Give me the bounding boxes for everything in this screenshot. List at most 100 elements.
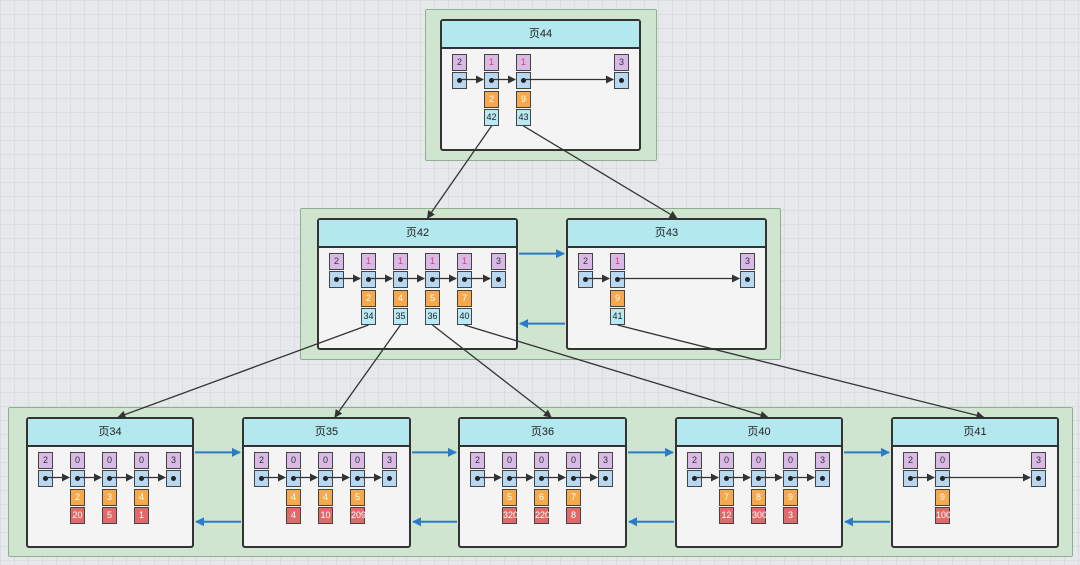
record-type-cell: 2 xyxy=(329,253,344,270)
record-type-cell: 0 xyxy=(286,452,301,469)
value-cell: 20 xyxy=(70,507,85,524)
record-type-cell: 2 xyxy=(903,452,918,469)
next-record-pointer xyxy=(393,271,408,288)
key-cell: 9 xyxy=(783,489,798,506)
record-type-cell: 2 xyxy=(470,452,485,469)
value-cell: 209 xyxy=(350,507,366,524)
next-record-pointer xyxy=(361,271,376,288)
next-record-pointer xyxy=(470,470,485,487)
pointer-dot-icon xyxy=(75,476,80,481)
value-cell: 3 xyxy=(783,507,798,524)
next-record-pointer xyxy=(566,470,581,487)
pointer-dot-icon xyxy=(171,476,176,481)
pointer-dot-icon xyxy=(291,476,296,481)
record-type-cell: 0 xyxy=(70,452,85,469)
record-type-cell: 1 xyxy=(425,253,440,270)
pointer-dot-icon xyxy=(107,476,112,481)
child-page-cell: 41 xyxy=(610,308,625,325)
next-record-pointer xyxy=(1031,470,1046,487)
key-cell: 9 xyxy=(935,489,950,506)
record-type-cell: 3 xyxy=(382,452,397,469)
pointer-dot-icon xyxy=(619,78,624,83)
pointer-dot-icon xyxy=(507,476,512,481)
key-cell: 2 xyxy=(70,489,85,506)
record-type-cell: 2 xyxy=(452,54,467,71)
next-record-pointer xyxy=(134,470,149,487)
key-cell: 5 xyxy=(350,489,365,506)
record-type-cell: 0 xyxy=(102,452,117,469)
value-cell: 220 xyxy=(534,507,550,524)
key-cell: 2 xyxy=(484,91,499,108)
record-type-cell: 3 xyxy=(166,452,181,469)
pointer-dot-icon xyxy=(539,476,544,481)
child-pointer-arrows xyxy=(46,75,1031,482)
pointer-dot-icon xyxy=(398,277,403,282)
child-page-arrow xyxy=(464,324,769,419)
next-record-pointer xyxy=(534,470,549,487)
page-title: 页44 xyxy=(442,21,639,49)
next-record-pointer xyxy=(254,470,269,487)
record-type-cell: 0 xyxy=(534,452,549,469)
key-cell: 4 xyxy=(134,489,149,506)
next-record-pointer xyxy=(751,470,766,487)
key-cell: 5 xyxy=(502,489,517,506)
record-type-cell: 3 xyxy=(598,452,613,469)
key-cell: 7 xyxy=(566,489,581,506)
page-title: 页40 xyxy=(677,419,841,447)
pointer-dot-icon xyxy=(259,476,264,481)
child-page-arrow xyxy=(432,324,552,418)
key-cell: 8 xyxy=(751,489,766,506)
record-type-cell: 0 xyxy=(719,452,734,469)
key-cell: 4 xyxy=(318,489,333,506)
next-record-pointer xyxy=(815,470,830,487)
record-type-cell: 1 xyxy=(361,253,376,270)
pointer-dot-icon xyxy=(1036,476,1041,481)
value-cell: 320 xyxy=(502,507,518,524)
next-record-pointer xyxy=(102,470,117,487)
record-type-cell: 1 xyxy=(484,54,499,71)
key-cell: 4 xyxy=(393,290,408,307)
value-cell: 8 xyxy=(566,507,581,524)
pointer-dot-icon xyxy=(366,277,371,282)
value-cell: 12 xyxy=(719,507,734,524)
child-page-arrow xyxy=(334,324,402,418)
next-record-pointer xyxy=(502,470,517,487)
value-cell: 4 xyxy=(286,507,301,524)
key-cell: 5 xyxy=(425,290,440,307)
next-record-pointer xyxy=(382,470,397,487)
page-title: 页42 xyxy=(319,220,516,248)
next-record-pointer xyxy=(484,72,499,89)
pointer-dot-icon xyxy=(583,277,588,282)
next-record-pointer xyxy=(610,271,625,288)
next-record-pointer xyxy=(452,72,467,89)
next-record-pointer xyxy=(425,271,440,288)
child-page-cell: 36 xyxy=(425,308,440,325)
child-page-cell: 34 xyxy=(361,308,376,325)
child-page-arrow xyxy=(117,324,369,419)
record-type-cell: 3 xyxy=(1031,452,1046,469)
next-record-pointer xyxy=(70,470,85,487)
record-type-cell: 2 xyxy=(578,253,593,270)
next-record-pointer xyxy=(614,72,629,89)
pointer-dot-icon xyxy=(908,476,913,481)
record-type-cell: 0 xyxy=(502,452,517,469)
pointer-dot-icon xyxy=(387,476,392,481)
record-type-cell: 2 xyxy=(254,452,269,469)
pointer-dot-icon xyxy=(334,277,339,282)
value-cell: 5 xyxy=(102,507,117,524)
next-record-pointer xyxy=(286,470,301,487)
child-page-cell: 43 xyxy=(516,109,531,126)
pointer-dot-icon xyxy=(745,277,750,282)
record-type-cell: 0 xyxy=(783,452,798,469)
pointer-dot-icon xyxy=(43,476,48,481)
pointer-dot-icon xyxy=(692,476,697,481)
record-type-cell: 3 xyxy=(740,253,755,270)
record-type-cell: 0 xyxy=(751,452,766,469)
key-cell: 9 xyxy=(516,91,531,108)
